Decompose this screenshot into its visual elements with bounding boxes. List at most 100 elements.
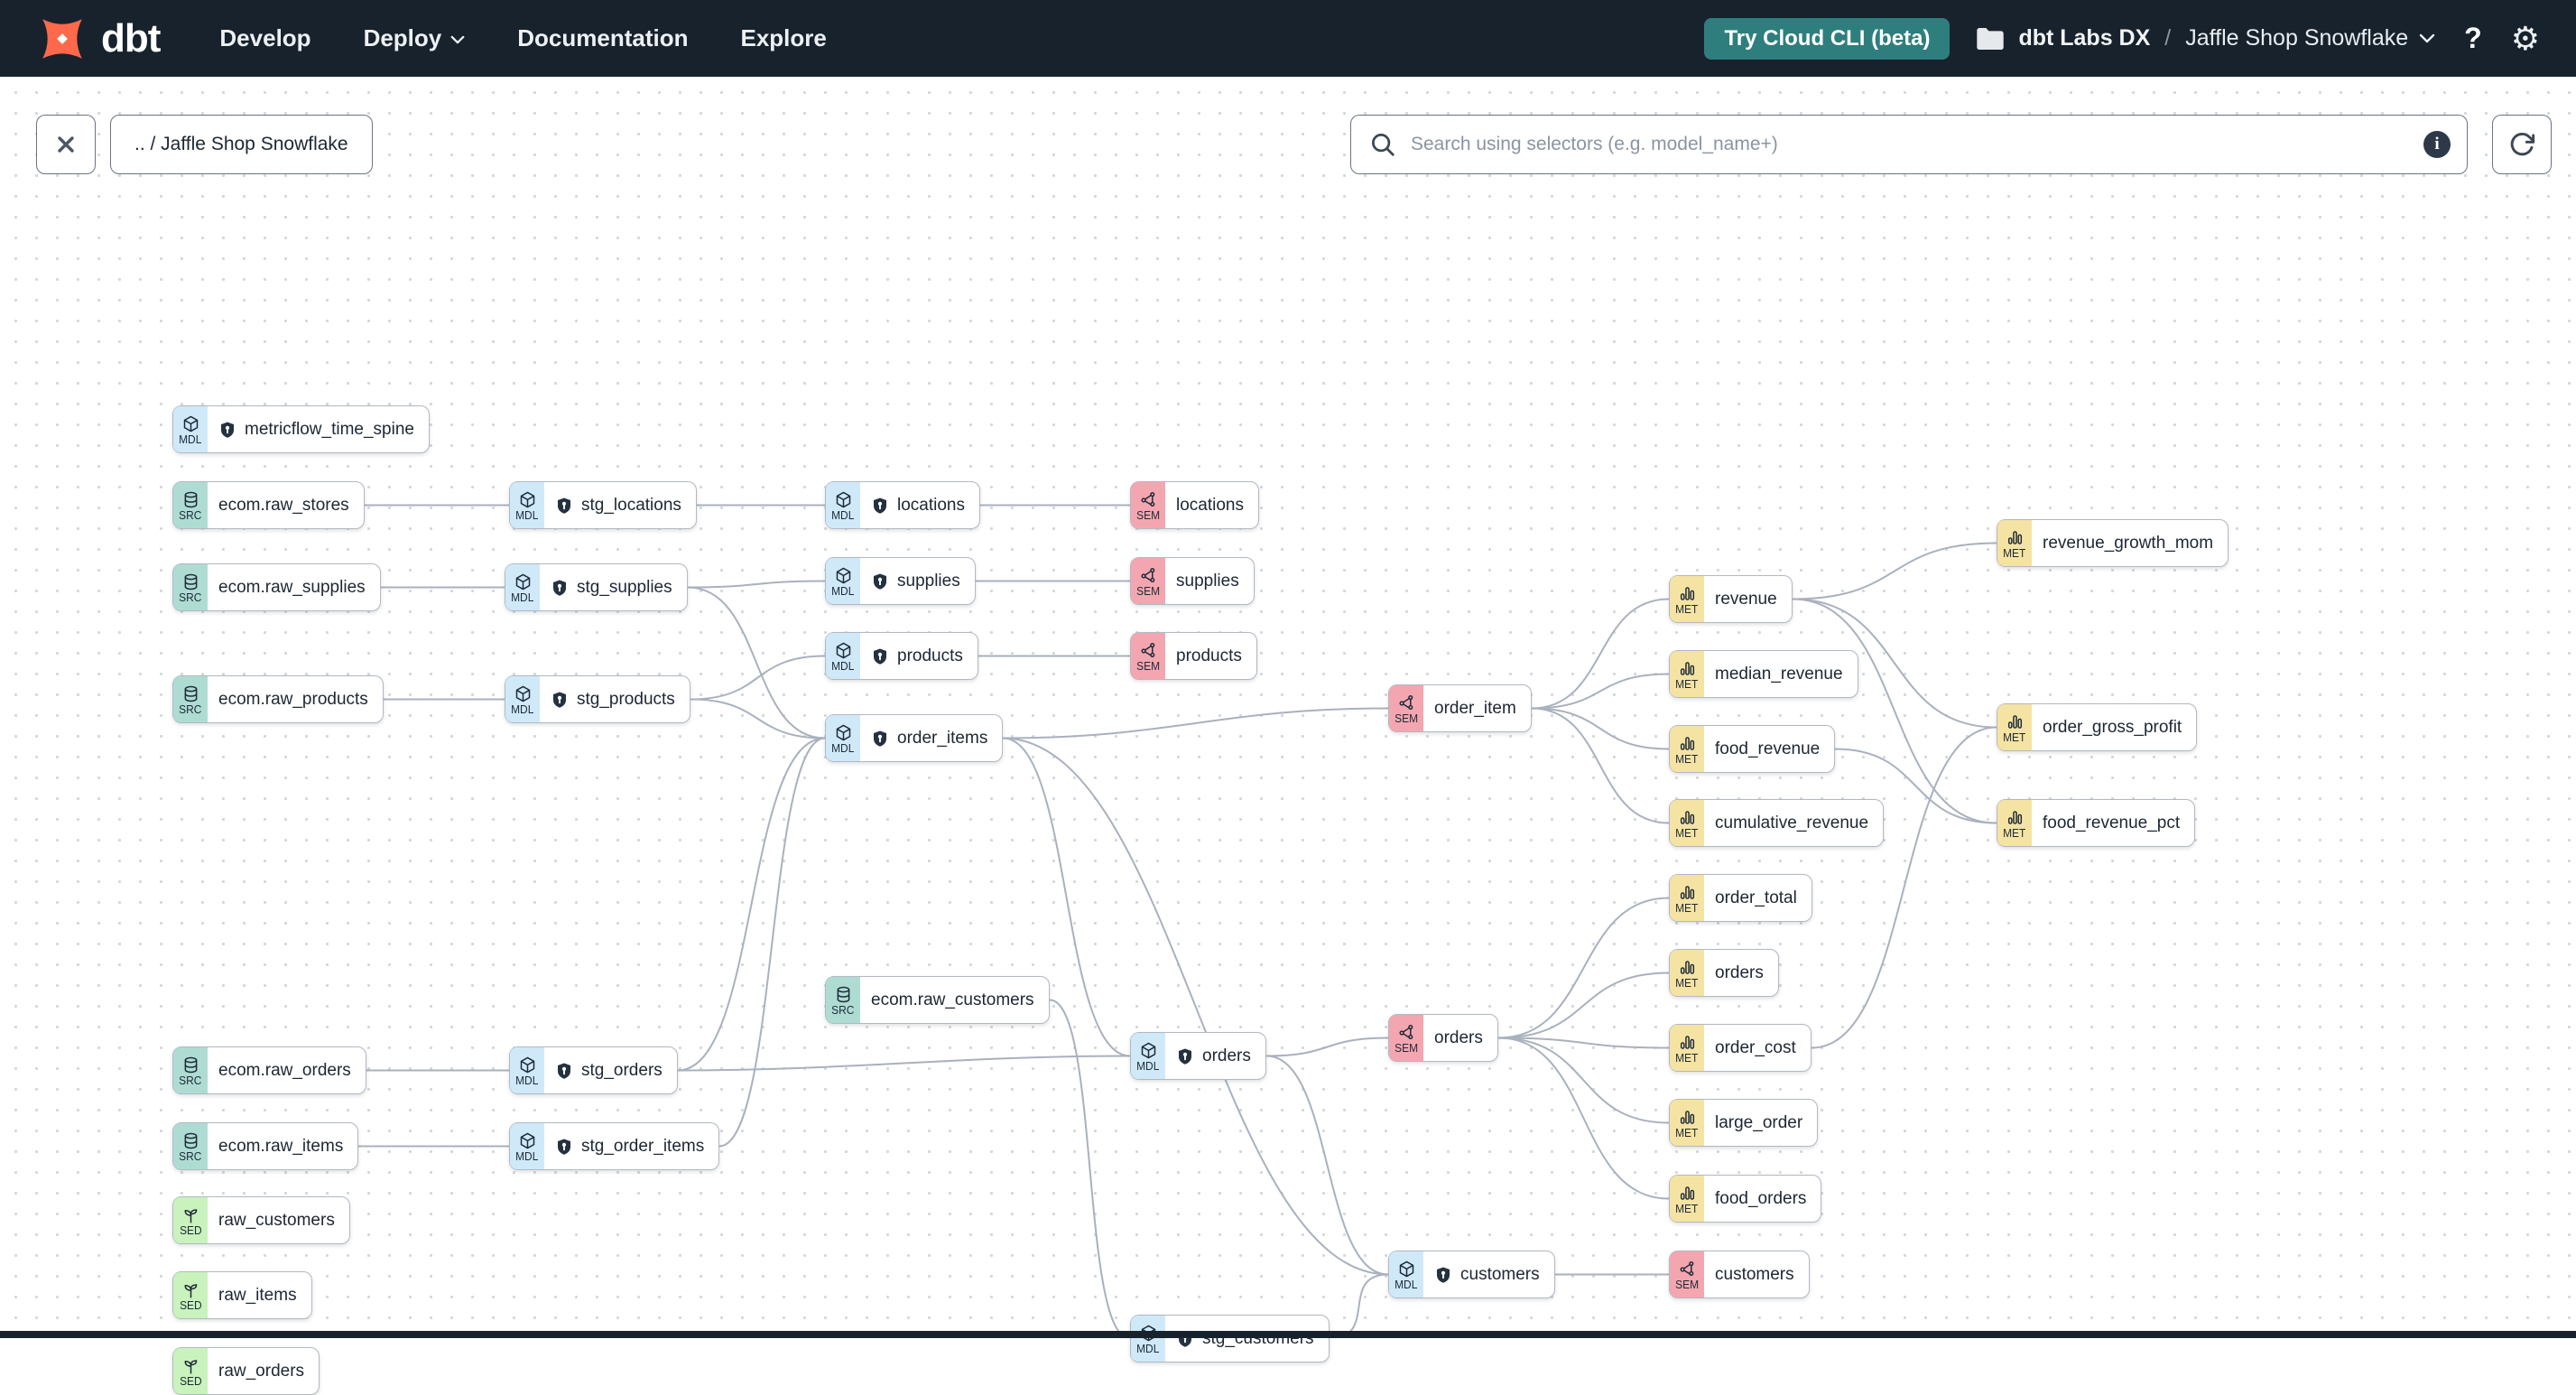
project-selector[interactable]: Jaffle Shop Snowflake [2185,25,2435,51]
edge-stg_orders-to-order_items [678,739,825,1071]
node-type-badge: MET [1670,950,1704,996]
edge-order_items-to-customers_mdl [1003,739,1388,1275]
database-icon [181,490,200,509]
node-name-text: stg_supplies [577,578,672,598]
refresh-button[interactable] [2492,115,2552,174]
node-label: raw_customers [208,1197,349,1243]
shield-icon [871,572,889,591]
node-name-text: food_revenue [1715,739,1820,759]
bar-chart-icon [2006,808,2025,827]
node-type-label: SED [180,1375,202,1388]
edge-orders_sem-to-food_orders [1498,1038,1669,1199]
node-name-text: orders [1715,963,1764,983]
database-icon [181,1131,200,1150]
node-type-label: SRC [831,1004,854,1017]
nav-item-explore[interactable]: Explore [740,24,826,52]
close-lineage-button[interactable] [36,115,96,174]
node-type-label: MDL [1136,1343,1159,1355]
node-type-label: MDL [511,703,533,716]
nav-item-deploy[interactable]: Deploy [364,24,466,52]
dbt-logo[interactable]: dbt [36,13,160,65]
node-name-text: locations [1176,496,1244,516]
lineage-node-median_revenue[interactable]: MET median_revenue [1669,650,1858,698]
node-label: ecom.raw_products [208,676,383,722]
try-cloud-cli-button[interactable]: Try Cloud CLI (beta) [1704,18,1950,60]
lineage-node-stg_products[interactable]: MDL stg_products [505,675,690,723]
nav-item-develop[interactable]: Develop [219,24,310,52]
lineage-node-food_revenue_pct[interactable]: MET food_revenue_pct [1997,799,2195,847]
node-name-text: revenue [1715,590,1777,609]
nav-item-label: Documentation [517,24,688,52]
gear-icon[interactable]: ⚙ [2511,23,2540,55]
node-label: locations [860,482,979,528]
seedling-icon [181,1205,200,1224]
node-type-badge: MET [1997,520,2032,566]
edge-orders_sem-to-orders_met [1498,973,1669,1038]
node-label: orders [1704,950,1778,996]
node-name-text: stg_products [577,690,675,710]
info-icon[interactable]: i [2423,131,2451,158]
nav-item-documentation[interactable]: Documentation [517,24,688,52]
lineage-node-orders_met[interactable]: MET orders [1669,949,1779,997]
node-label: median_revenue [1704,651,1858,697]
shield-icon [555,1062,573,1080]
node-type-label: MET [1675,678,1698,691]
node-type-badge: SEM [1131,558,1165,604]
lineage-node-ecom_raw_products[interactable]: SRC ecom.raw_products [172,675,384,723]
node-name-text: food_revenue_pct [2043,814,2180,833]
edge-revenue-to-food_revenue_pct [1793,600,1997,823]
lineage-node-raw_orders[interactable]: SED raw_orders [172,1347,320,1395]
node-type-label: MET [2003,827,2025,840]
cube-icon [181,414,200,433]
node-type-label: SRC [179,703,201,716]
node-label: raw_orders [208,1348,319,1394]
node-type-label: MET [1675,1203,1698,1215]
search-input[interactable] [1409,133,2411,156]
dbt-logo-text: dbt [101,19,160,59]
account-name[interactable]: dbt Labs DX [2018,25,2150,51]
node-label: stg_products [540,676,690,722]
breadcrumb[interactable]: .. / Jaffle Shop Snowflake [110,115,373,174]
nav-item-label: Explore [740,24,826,52]
edge-orders_mdl-to-orders_sem [1266,1038,1388,1056]
node-type-badge: SRC [173,676,208,722]
help-icon[interactable]: ? [2460,22,2486,55]
node-type-badge: MDL [1389,1251,1423,1297]
bar-chart-icon [1678,958,1697,977]
